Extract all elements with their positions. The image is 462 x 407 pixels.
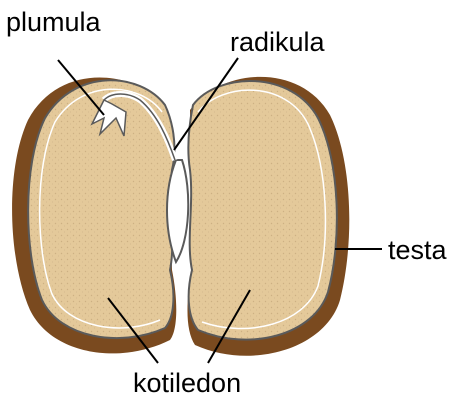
plumula-label: plumula <box>6 9 101 36</box>
kotiledon-label: kotiledon <box>133 370 241 397</box>
testa-label: testa <box>388 237 447 264</box>
cotyledon-right <box>188 81 337 340</box>
radikula-label: radikula <box>230 29 325 56</box>
